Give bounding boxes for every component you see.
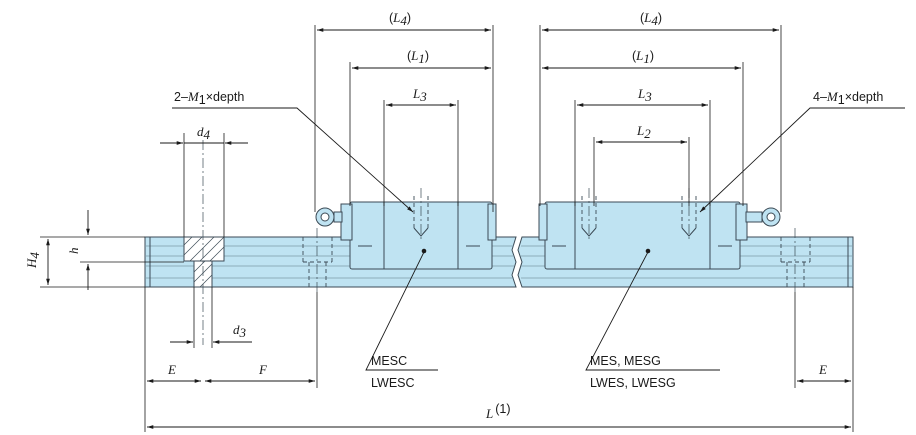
block-left-end-seal (340, 203, 353, 241)
model-right-top: MES, MESG (590, 354, 661, 368)
label-e-left: E (167, 362, 176, 377)
block-left-mesc (315, 188, 497, 270)
label-l4-right: (L4) (640, 10, 662, 28)
leaders (172, 107, 905, 371)
label-l2-right: L2 (636, 123, 651, 141)
text-labels: (L4) (L1) L3 (L4) (L1) L3 L2 d4 (24, 10, 883, 421)
rail (144, 236, 854, 288)
label-f: F (258, 362, 268, 377)
rail-bolt-holes-hidden (302, 228, 811, 292)
dimensions (40, 25, 854, 432)
label-l1-left: (L1) (407, 48, 429, 66)
label-d4: d4 (197, 124, 211, 142)
label-l3-left: L3 (412, 86, 427, 104)
label-total-length: L(1) (485, 402, 511, 421)
block-right-end-seal (735, 203, 748, 241)
model-left-bottom: LWESC (371, 376, 415, 390)
label-d3: d3 (233, 322, 247, 340)
block-right-mes (538, 188, 781, 270)
model-right-bottom: LWES, LWESG (590, 376, 676, 390)
label-l3-right: L3 (637, 86, 652, 104)
label-l4-left: (L4) (389, 10, 411, 28)
label-h4: H4 (24, 252, 42, 269)
label-l1-right: (L1) (632, 48, 654, 66)
rail-mounting-hole-section (183, 140, 225, 345)
label-h: h (66, 248, 81, 255)
block-right-body (544, 201, 741, 270)
callout-right-tapped-holes: 4–M1×depth (813, 89, 883, 107)
model-left-top: MESC (371, 354, 407, 368)
callout-left-tapped-holes: 2–M1×depth (174, 89, 244, 107)
label-e-right: E (818, 362, 827, 377)
